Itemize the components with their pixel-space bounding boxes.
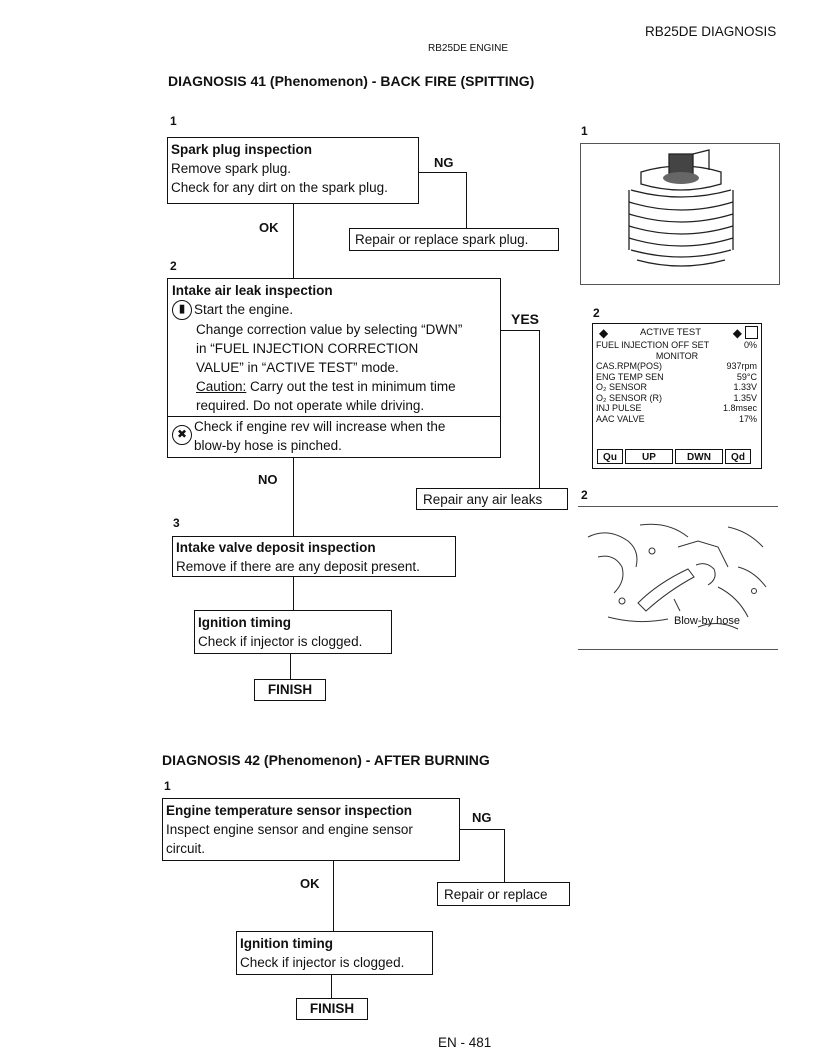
intake-air-leak-box: Intake air leak inspection ▮ Start the e… — [167, 278, 501, 458]
monitor-row-value: 1.8msec — [722, 403, 757, 413]
repair-spark-plug-box: Repair or replace spark plug. — [349, 228, 559, 251]
blow-by-hose-label: Blow-by hose — [674, 615, 741, 627]
monitor-row-label: ENG TEMP SEN — [596, 371, 664, 382]
diamond-left-icon: ◆ — [599, 325, 609, 340]
check-rev-line-1: Check if engine rev will increase when t… — [194, 419, 446, 434]
ignition-timing-title: Ignition timing — [198, 615, 291, 630]
no-label: NO — [258, 472, 278, 487]
ignition-timing-box: Ignition timing Check if injector is clo… — [236, 931, 433, 975]
figure-2-number: 2 — [593, 306, 600, 320]
ng-label: NG — [472, 810, 492, 825]
fuel-injection-value: 0% — [743, 340, 757, 350]
engine-start-icon: ▮ — [172, 300, 192, 320]
spark-plug-line-2: Check for any dirt on the spark plug. — [171, 180, 388, 195]
engine-temp-line-1: Inspect engine sensor and engine sensor — [166, 822, 413, 837]
correction-line-3: VALUE” in “ACTIVE TEST” mode. — [196, 360, 399, 375]
intake-valve-line: Remove if there are any deposit present. — [176, 559, 420, 574]
ok-label: OK — [300, 876, 320, 891]
spark-plug-line-1: Remove spark plug. — [171, 161, 292, 176]
connector — [293, 577, 294, 610]
monitor-row-label: INJ PULSE — [596, 403, 642, 413]
engine-temp-line-2: circuit. — [166, 841, 206, 856]
step-3-number: 3 — [173, 516, 180, 530]
diagnosis-41-title: DIAGNOSIS 41 (Phenomenon) - BACK FIRE (S… — [168, 73, 535, 89]
monitor-row-label: CAS.RPM(POS) — [596, 361, 663, 371]
active-test-header: ACTIVE TEST — [639, 327, 702, 338]
monitor-row-value: 1.33V — [733, 382, 757, 392]
ignition-timing-title: Ignition timing — [240, 936, 333, 951]
finish-box: FINISH — [254, 679, 326, 701]
figure-3-number: 2 — [581, 488, 588, 502]
step-1-number: 1 — [170, 114, 177, 128]
ignition-timing-line: Check if injector is clogged. — [240, 955, 405, 970]
spark-plug-figure — [580, 143, 780, 285]
ok-label: OK — [259, 220, 279, 235]
spark-plug-inspection-title: Spark plug inspection — [171, 142, 313, 157]
connector — [293, 458, 294, 536]
monitor-row-label: AAC VALVE — [596, 413, 645, 424]
yes-label: YES — [511, 311, 540, 327]
caution-text: Carry out the test in minimum time — [246, 379, 456, 394]
page-number: EN - 481 — [438, 1035, 492, 1050]
correction-line-1: Change correction value by selecting “DW… — [196, 322, 463, 337]
connector — [293, 204, 294, 278]
header-engine-label: RB25DE ENGINE — [428, 43, 509, 54]
connector — [419, 172, 467, 173]
connector — [290, 654, 291, 679]
connector — [539, 330, 540, 488]
qu-button[interactable]: Qu — [597, 449, 623, 464]
ignition-timing-line: Check if injector is clogged. — [198, 634, 363, 649]
start-engine-line: Start the engine. — [194, 302, 294, 317]
repair-or-replace-box: Repair or replace — [437, 882, 570, 906]
monitor-row-label: O₂ SENSOR (R) — [596, 392, 662, 403]
monitor-row-label: O₂ SENSOR — [596, 382, 648, 392]
square-icon — [745, 326, 758, 339]
caution-line-2: required. Do not operate while driving. — [196, 398, 425, 413]
spark-plug-illustration — [628, 149, 734, 267]
connector — [331, 975, 332, 998]
figure-1-number: 1 — [581, 124, 588, 138]
diagnosis-42-title: DIAGNOSIS 42 (Phenomenon) - AFTER BURNIN… — [162, 752, 490, 768]
active-test-monitor: ◆ ACTIVE TEST ◆ FUEL INJECTION OFF SET 0… — [592, 323, 762, 469]
intake-air-leak-title: Intake air leak inspection — [172, 283, 333, 298]
connector — [501, 330, 540, 331]
ng-label: NG — [434, 155, 454, 170]
engine-illustration — [587, 523, 767, 630]
connector — [460, 829, 505, 830]
up-button[interactable]: UP — [625, 449, 673, 464]
engine-temp-sensor-title: Engine temperature sensor inspection — [166, 803, 413, 818]
dwn-button[interactable]: DWN — [675, 449, 723, 464]
connector — [333, 861, 334, 931]
step-2-number: 2 — [170, 259, 177, 273]
finish-box: FINISH — [296, 998, 368, 1020]
monitor-label: MONITOR — [655, 350, 699, 361]
check-rev-line-2: blow-by hose is pinched. — [194, 438, 342, 453]
monitor-row-value: 937rpm — [726, 361, 757, 371]
diamond-right-icon: ◆ — [732, 325, 742, 340]
caution-label: Caution: — [196, 379, 247, 394]
divider: ✖ Check if engine rev will increase when… — [168, 416, 500, 455]
spark-plug-inspection-box: Spark plug inspection Remove spark plug.… — [167, 137, 419, 204]
intake-valve-deposit-box: Intake valve deposit inspection Remove i… — [172, 536, 456, 577]
ignition-timing-box: Ignition timing Check if injector is clo… — [194, 610, 392, 654]
intake-valve-title: Intake valve deposit inspection — [176, 540, 376, 555]
blow-by-hose-figure: Blow-by hose — [578, 506, 778, 650]
connector — [504, 829, 505, 882]
step-1-number: 1 — [164, 779, 171, 793]
fuel-injection-label: FUEL INJECTION OFF SET — [596, 340, 710, 350]
monitor-row-value: 1.35V — [733, 392, 757, 403]
correction-line-2: in “FUEL INJECTION CORRECTION — [196, 341, 419, 356]
qd-button[interactable]: Qd — [725, 449, 751, 464]
pinch-hose-icon: ✖ — [172, 425, 192, 445]
header-section-title: RB25DE DIAGNOSIS — [645, 24, 777, 39]
monitor-row-value: 17% — [738, 413, 757, 424]
repair-air-leaks-box: Repair any air leaks — [416, 488, 568, 510]
monitor-row-value: 59°C — [736, 371, 757, 382]
engine-temp-sensor-box: Engine temperature sensor inspection Ins… — [162, 798, 460, 861]
connector — [466, 172, 467, 228]
